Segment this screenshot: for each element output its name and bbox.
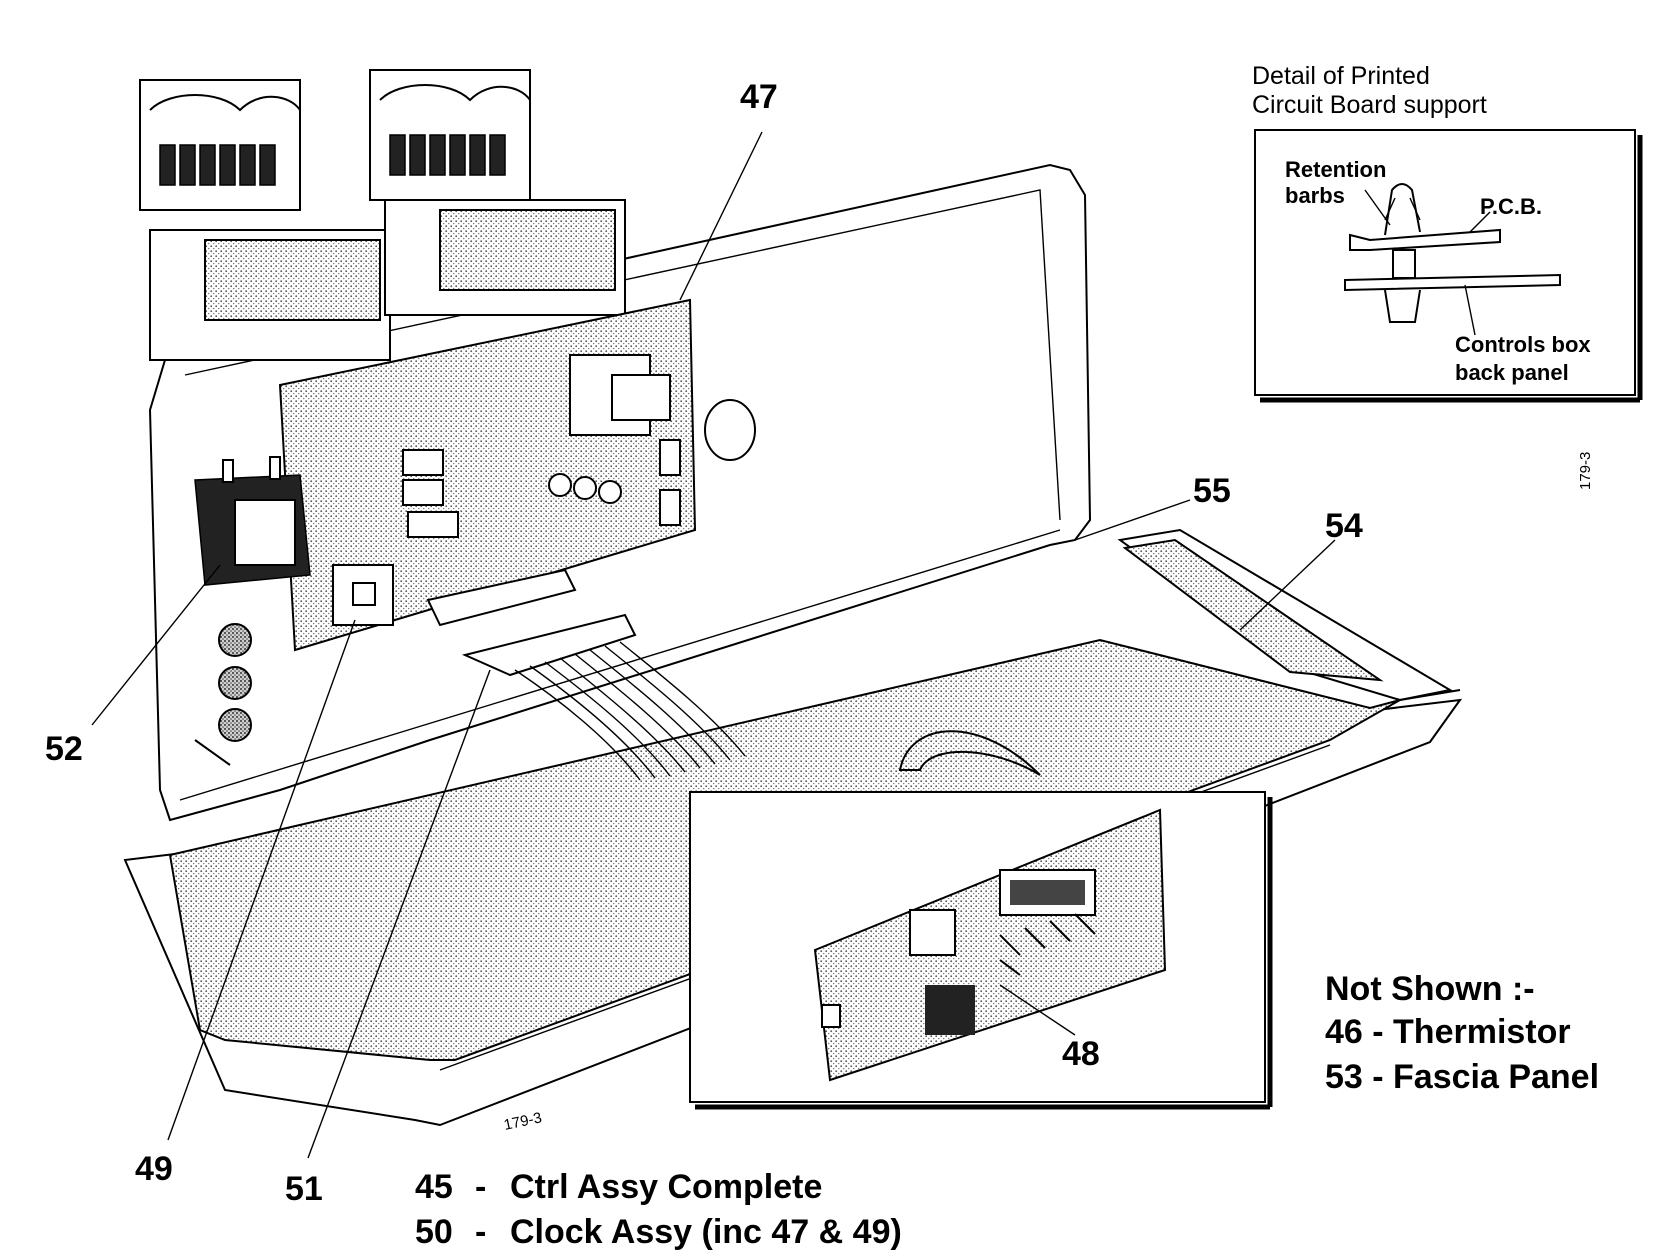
detail-controls-line1: Controls box	[1455, 332, 1591, 357]
legend-row2-dash: -	[475, 1213, 486, 1251]
not-shown-heading: Not Shown :-	[1325, 970, 1535, 1008]
not-shown-item-53: 53 - Fascia Panel	[1325, 1058, 1599, 1096]
detail-pcb-label: P.C.B.	[1480, 194, 1542, 219]
detail-retention-line1: Retention	[1285, 157, 1386, 182]
ref-code-side: 179-3	[1577, 452, 1594, 490]
clock-pcb-inset	[689, 791, 1273, 1110]
detail-title-line1: Detail of Printed	[1252, 62, 1430, 90]
not-shown-item-46: 46 - Thermistor	[1325, 1013, 1571, 1051]
callout-51: 51	[285, 1170, 323, 1208]
callout-49: 49	[135, 1150, 173, 1188]
ribbon-cable	[461, 613, 746, 781]
callout-52: 52	[45, 730, 83, 768]
grommets	[194, 623, 252, 766]
transformer	[194, 456, 311, 586]
callout-48: 48	[1062, 1035, 1100, 1073]
detail-controls-line2: back panel	[1455, 360, 1569, 385]
legend-row1-number: 45	[415, 1168, 453, 1206]
legend-row1-text: Ctrl Assy Complete	[510, 1168, 822, 1206]
terminal-block-right	[369, 69, 626, 316]
leader-lines	[91, 131, 1491, 1159]
main-pcb	[278, 298, 756, 652]
detail-retention-line2: barbs	[1285, 183, 1345, 208]
legend-row2-number: 50	[415, 1213, 453, 1251]
terminal-block-left	[139, 79, 391, 361]
callout-47: 47	[740, 78, 778, 116]
legend-row1-dash: -	[475, 1168, 486, 1206]
callout-54: 54	[1325, 507, 1363, 545]
detail-box	[1254, 129, 1643, 403]
callout-55: 55	[1193, 472, 1231, 510]
detail-title-line2: Circuit Board support	[1252, 91, 1487, 119]
legend-row2-text: Clock Assy (inc 47 & 49)	[510, 1213, 902, 1251]
ref-code-bottom: 179-3	[502, 1109, 543, 1134]
